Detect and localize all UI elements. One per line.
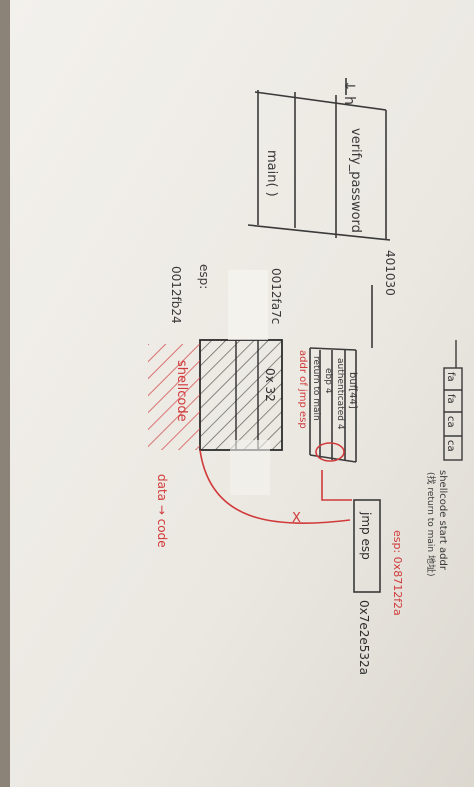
cell-0x32: 0x 32 bbox=[263, 368, 277, 402]
addr-esp-label: esp: bbox=[197, 264, 211, 289]
smudge-2 bbox=[230, 440, 270, 495]
verify-box-label: verify_password bbox=[348, 128, 363, 233]
hatched-stack bbox=[199, 339, 283, 451]
frame-ebp: ebp 4 bbox=[323, 368, 333, 394]
top-box-2: fa bbox=[445, 394, 456, 404]
top-box-4: ca bbox=[445, 440, 456, 452]
shellcode-start-note-2: (找 return to main 地址) bbox=[425, 472, 437, 577]
data-to-code-label: data → code bbox=[155, 474, 169, 548]
left-stack-diagram bbox=[247, 78, 391, 241]
addr-0012fa7c: 0012fa7c bbox=[269, 268, 283, 324]
arrow-back-to-shellcode bbox=[199, 449, 351, 525]
top-box-1: fa bbox=[445, 372, 456, 382]
paper-shadow bbox=[0, 0, 10, 787]
top-box-3: ca bbox=[445, 416, 456, 428]
smudge-1 bbox=[228, 270, 268, 340]
red-scribble bbox=[315, 442, 345, 462]
shellcode-start-note: shellcode start addr bbox=[437, 470, 448, 571]
frame-authenticated: authenticated 4 bbox=[335, 358, 345, 430]
address-401030: 401030 bbox=[383, 250, 397, 296]
shellcode-region bbox=[148, 344, 200, 450]
esp-note: esp: 0x8712f2a bbox=[391, 530, 404, 616]
jmp-esp-label: jmp esp bbox=[359, 511, 373, 560]
stack-arrow-label: ↓ h bbox=[341, 80, 357, 105]
top-right-boxes bbox=[443, 340, 463, 461]
frame-column bbox=[309, 347, 357, 463]
jmp-esp-box bbox=[353, 499, 381, 593]
main-box-label: main( ) bbox=[264, 150, 279, 197]
arrow-to-jmp-esp bbox=[321, 470, 352, 501]
jmp-esp-address: 0x7e2e532a bbox=[357, 600, 371, 675]
frame-addr-jmp-esp: addr of jmp esp bbox=[297, 350, 308, 429]
frame-buf: buf[44] bbox=[347, 372, 358, 409]
shellcode-label: shellcode bbox=[174, 360, 189, 422]
frame-return-to-main: return to main bbox=[311, 356, 321, 421]
red-x-mark: X bbox=[292, 511, 301, 526]
addr-0012fb24: 0012fb24 bbox=[169, 266, 183, 324]
